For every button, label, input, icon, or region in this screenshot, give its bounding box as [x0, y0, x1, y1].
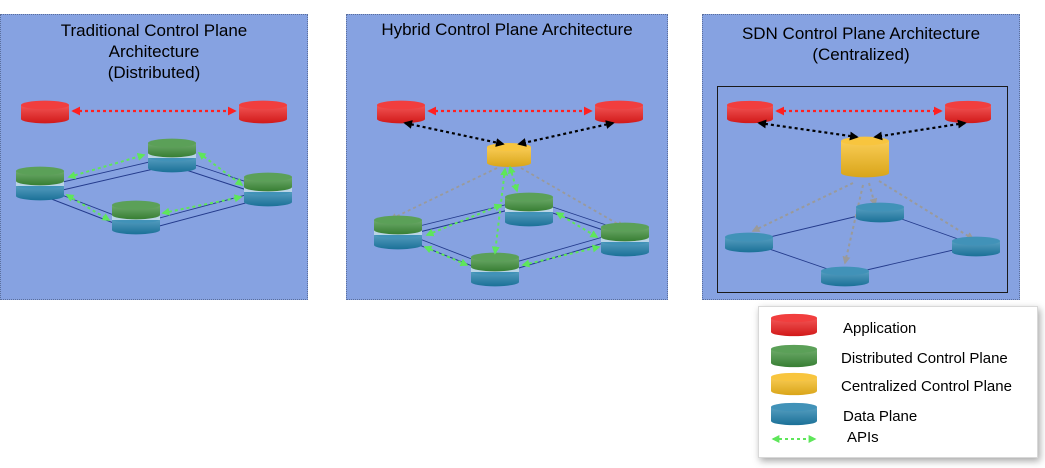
hybrid-api-arrow	[423, 245, 469, 267]
legend-label-apis: APIs	[847, 429, 879, 446]
hybrid-gray-link	[389, 167, 498, 220]
legend: Application Distributed Control Plane Ce…	[758, 306, 1038, 458]
hybrid-router-top	[505, 192, 553, 227]
hybrid-api-arrow	[555, 212, 599, 238]
sdn-gray-link	[878, 180, 975, 240]
sdn-application-left	[727, 100, 773, 124]
sdn-architecture-diagram	[725, 100, 1000, 287]
sdn-centralized-boundary	[717, 86, 1008, 293]
hybrid-controller-link	[403, 120, 505, 147]
sdn-gray-link	[868, 182, 878, 207]
traditional-title-line-1: Traditional Control Plane	[60, 21, 248, 40]
traditional-panel-title: Traditional Control Plane Architecture (…	[1, 20, 307, 83]
sdn-title-line-1: SDN Control Plane Architecture	[741, 24, 981, 43]
traditional-architecture-diagram	[16, 100, 292, 235]
sdn-router-top	[856, 202, 904, 223]
sdn-controller-link	[757, 119, 859, 141]
traditional-router-left	[16, 166, 64, 201]
hybrid-controller-link	[517, 120, 615, 147]
sdn-application-right	[945, 100, 991, 124]
traditional-architecture-panel: Traditional Control Plane Architecture (…	[0, 14, 308, 300]
traditional-router-right	[244, 172, 292, 207]
traditional-router-bottom	[112, 200, 160, 235]
legend-label-centralized-control-plane: Centralized Control Plane	[841, 378, 1012, 395]
sdn-router-bottom	[821, 266, 869, 287]
traditional-api-arrow	[65, 194, 111, 221]
hybrid-architecture-panel: Hybrid Control Plane Architecture	[346, 14, 668, 300]
legend-symbols	[771, 313, 817, 443]
traditional-title-line-3: (Distributed)	[107, 63, 201, 82]
legend-label-application: Application	[843, 320, 917, 337]
hybrid-router-bottom	[471, 252, 519, 287]
legend-label-distributed-control-plane: Distributed Control Plane	[841, 350, 1008, 367]
hybrid-architecture-diagram	[374, 100, 649, 287]
sdn-gray-link	[842, 184, 864, 265]
hybrid-application-left	[377, 100, 425, 124]
legend-application-icon	[771, 313, 817, 337]
legend-data-plane-icon	[771, 402, 817, 426]
sdn-router-left	[725, 232, 773, 253]
traditional-api-arrow	[161, 194, 243, 216]
legend-centralized-control-plane-icon	[771, 372, 817, 396]
hybrid-router-left	[374, 215, 422, 250]
hybrid-title-line-1: Hybrid Control Plane Architecture	[381, 20, 633, 39]
sdn-panel-title: SDN Control Plane Architecture (Centrali…	[703, 23, 1019, 65]
legend-label-data-plane: Data Plane	[843, 408, 918, 425]
traditional-router-top	[148, 138, 196, 173]
sdn-router-right	[952, 236, 1000, 257]
sdn-gray-link	[751, 182, 854, 232]
sdn-architecture-panel: SDN Control Plane Architecture (Centrali…	[702, 14, 1020, 300]
hybrid-application-right	[595, 100, 643, 124]
hybrid-router-right	[601, 222, 649, 257]
traditional-api-arrow	[197, 152, 244, 186]
traditional-application-left	[21, 100, 69, 124]
hybrid-api-arrow	[521, 244, 601, 268]
sdn-controller-link	[873, 119, 967, 141]
hybrid-panel-title: Hybrid Control Plane Architecture	[347, 19, 667, 40]
traditional-api-arrow	[67, 152, 146, 180]
hybrid-api-arrow	[425, 203, 503, 237]
hybrid-api-arrow	[507, 165, 520, 193]
traditional-title-line-2: Architecture	[108, 42, 200, 61]
sdn-centralized-controller	[841, 136, 889, 178]
hybrid-gray-link	[520, 167, 625, 228]
legend-distributed-control-plane-icon	[771, 344, 817, 368]
hybrid-centralized-controller	[487, 143, 531, 167]
traditional-application-right	[239, 100, 287, 124]
sdn-title-line-2: (Centralized)	[812, 45, 910, 64]
